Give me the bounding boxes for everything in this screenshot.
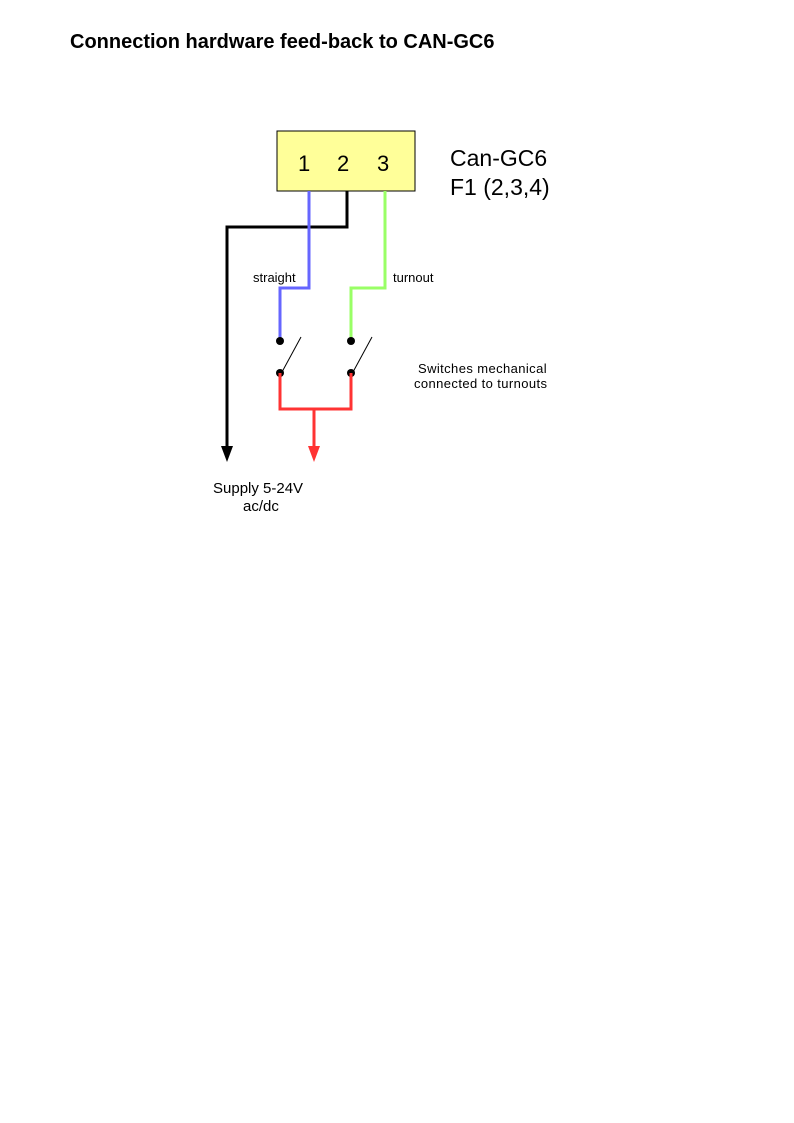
page-title: Connection hardware feed-back to CAN-GC6 [70,31,495,53]
device-label-line1: Can-GC6 [450,145,547,171]
supply-arrow [308,446,320,462]
switch-note-line1: Switches mechanical [418,361,547,376]
connector-block [276,130,416,192]
device-label-line2: F1 (2,3,4) [450,174,550,200]
turnout-wire [349,191,387,341]
supply-label-line1: Supply 5-24V [213,480,303,497]
switch-turnout-lever [352,336,373,373]
pin-3-label: 3 [377,151,389,176]
supply-label-line2: ac/dc [243,498,279,515]
switch-straight-top-contact [276,337,284,345]
pin-2-label: 2 [337,151,349,176]
supply-wire [278,373,353,411]
switch-turnout-top-contact [347,337,355,345]
pin-1-label: 1 [298,151,310,176]
turnout-label: turnout [393,270,434,285]
straight-label: straight [253,270,296,285]
common-arrow [221,446,233,462]
switch-note-line2: connected to turnouts [414,376,548,391]
switch-straight-lever [281,336,302,373]
straight-wire [278,191,311,341]
common-wire [225,191,349,448]
